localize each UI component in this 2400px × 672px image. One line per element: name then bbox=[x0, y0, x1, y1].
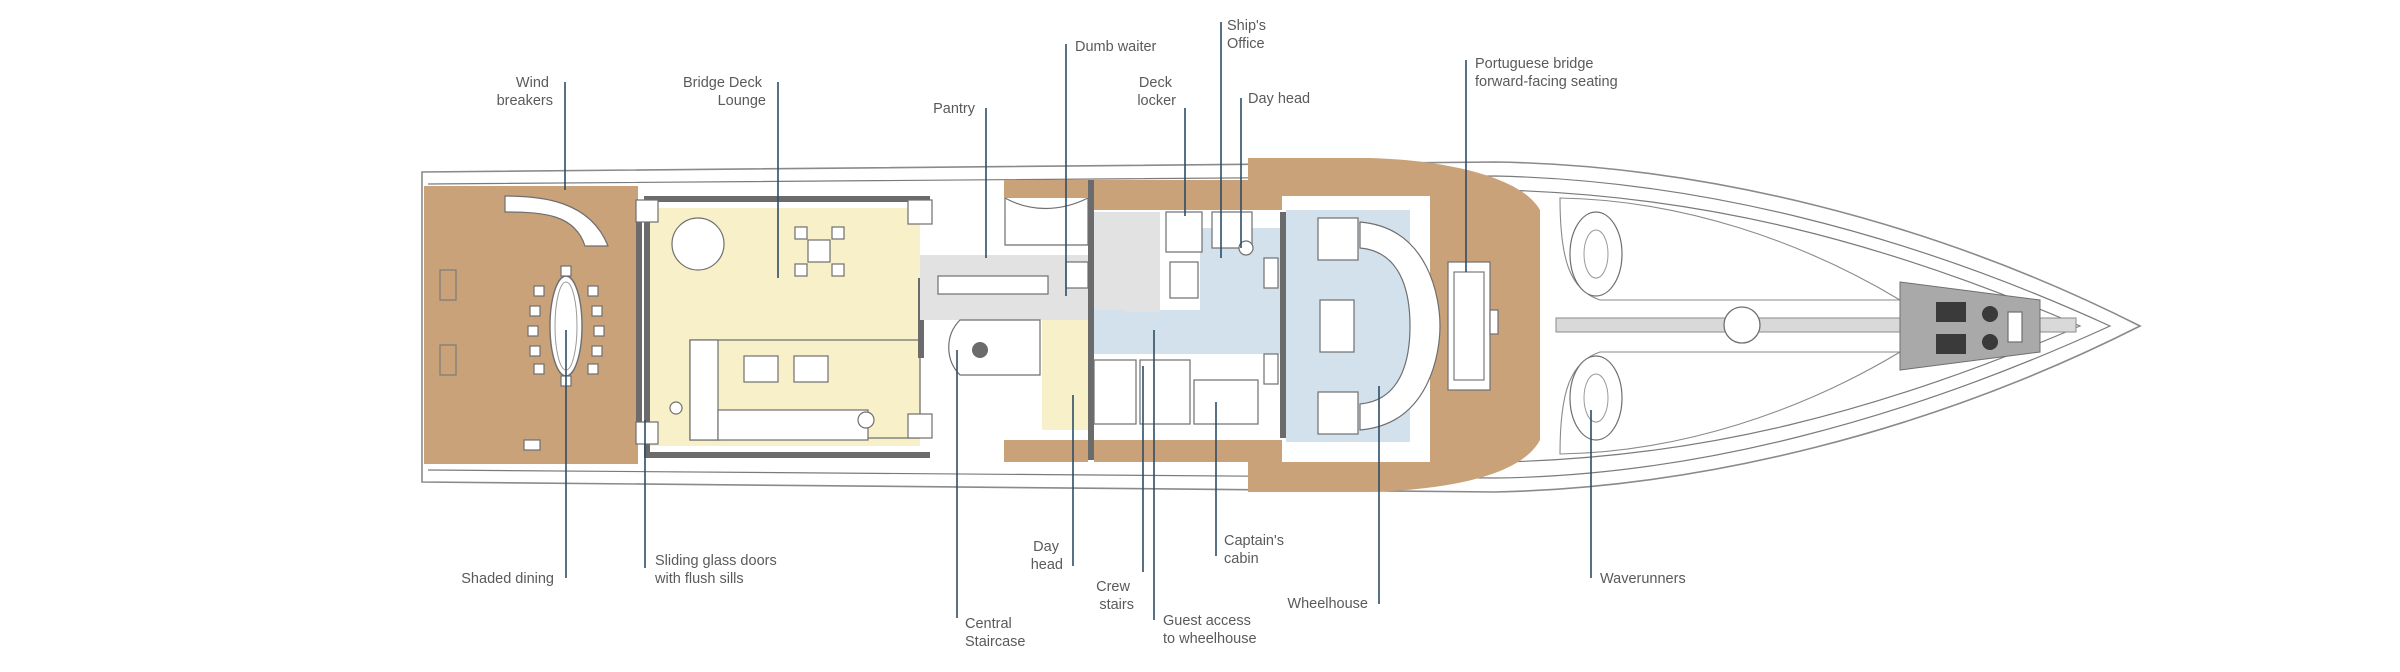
label-day-head-top: Day head bbox=[1248, 91, 1310, 107]
crew-service-zone bbox=[1093, 180, 1286, 462]
label-wind-breakers: Wind breakers bbox=[497, 75, 553, 109]
label-shaded-dining: Shaded dining bbox=[461, 571, 554, 587]
wheelhouse-zone bbox=[1248, 158, 1540, 492]
foredeck bbox=[1555, 197, 2077, 455]
waverunner-top bbox=[1569, 211, 1623, 297]
label-pantry: Pantry bbox=[933, 101, 976, 117]
bridge-deck-lounge bbox=[635, 196, 933, 458]
label-waverunners: Waverunners bbox=[1600, 571, 1686, 587]
label-sliding-glass-doors: Sliding glass doors with flush sills bbox=[654, 553, 781, 587]
pantry-zone bbox=[920, 180, 1126, 462]
label-captains-cabin: Captain's cabin bbox=[1224, 533, 1288, 567]
label-deck-locker: Deck locker bbox=[1137, 75, 1176, 109]
waverunner-bottom bbox=[1569, 355, 1623, 441]
aft-deck bbox=[424, 186, 642, 464]
label-dumb-waiter: Dumb waiter bbox=[1075, 39, 1157, 55]
leader-lines bbox=[564, 22, 1592, 620]
label-ships-office: Ship's Office bbox=[1227, 18, 1270, 52]
label-guest-access: Guest access to wheelhouse bbox=[1163, 613, 1257, 647]
label-bridge-deck-lounge: Bridge Deck Lounge bbox=[683, 75, 766, 109]
label-wheelhouse: Wheelhouse bbox=[1287, 596, 1368, 612]
card-table bbox=[794, 226, 845, 277]
label-portuguese-bridge: Portuguese bridge forward-facing seating bbox=[1475, 56, 1618, 90]
label-central-staircase: Central Staircase bbox=[965, 616, 1025, 650]
labels: Wind breakers Bridge Deck Lounge Pantry … bbox=[461, 18, 1685, 650]
label-day-head-bottom: Day head bbox=[1031, 539, 1063, 573]
label-crew-stairs: Crew stairs bbox=[1096, 579, 1134, 613]
